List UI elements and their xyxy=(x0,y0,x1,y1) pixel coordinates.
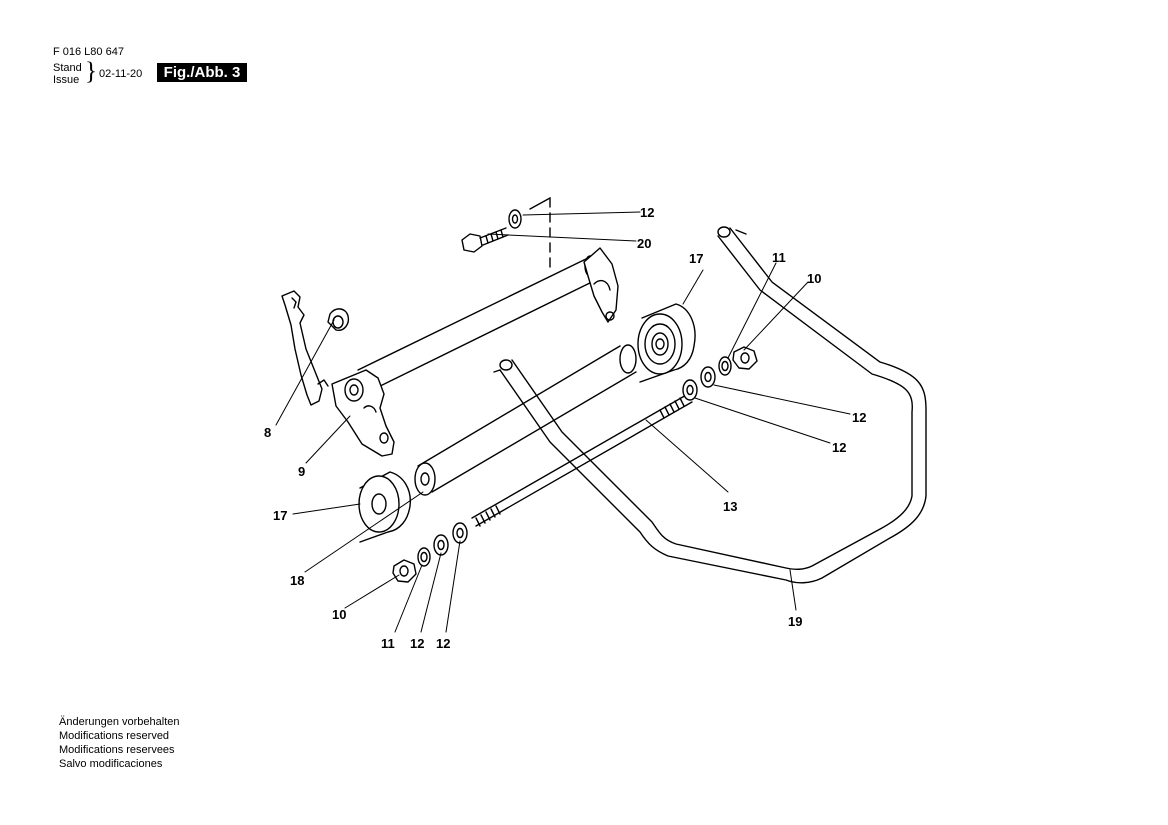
lock-washer-part-11-left xyxy=(417,547,431,567)
issue-date: 02-11-20 xyxy=(99,68,143,80)
callout-17-bottom: 17 xyxy=(273,508,287,523)
callout-12-top: 12 xyxy=(640,205,654,220)
callout-10-left: 10 xyxy=(332,607,346,622)
notice-french: Modifications reservees xyxy=(59,744,175,756)
washer-part-12-right-a xyxy=(682,379,698,401)
document-number: F 016 L80 647 xyxy=(53,46,124,58)
lock-washer-part-11-right xyxy=(718,356,732,376)
axle-tube xyxy=(357,255,601,393)
callout-11-left: 11 xyxy=(381,636,395,651)
nut-part-10-right xyxy=(732,346,758,370)
callout-10-right: 10 xyxy=(807,271,821,286)
brace-glyph: } xyxy=(85,58,97,85)
leader-lines xyxy=(275,211,851,633)
washer-part-12-right-b xyxy=(700,366,716,388)
callout-20: 20 xyxy=(637,236,651,251)
stand-issue-label: Stand Issue xyxy=(53,62,82,86)
wheel-part-17-top xyxy=(637,303,696,383)
washer-part-12-left-b xyxy=(433,534,449,556)
threaded-rod-part-13 xyxy=(471,393,693,527)
washer-part-12-top xyxy=(508,209,522,229)
roller-part-18 xyxy=(414,344,637,496)
callout-17-top: 17 xyxy=(689,251,703,266)
callout-18: 18 xyxy=(290,573,304,588)
wheel-part-17-bottom xyxy=(358,471,411,543)
bolt-part-20 xyxy=(461,227,509,253)
washer-part-12-left-a xyxy=(452,522,468,544)
issue-label: Issue xyxy=(53,74,80,86)
callout-11-right: 11 xyxy=(772,250,786,265)
callout-8: 8 xyxy=(264,425,271,440)
callout-12-left-b: 12 xyxy=(436,636,450,651)
modifications-notice: Änderungen vorbehalten Modifications res… xyxy=(59,715,179,771)
notice-english: Modifications reserved xyxy=(59,730,170,742)
figure-label: Fig./Abb. 3 xyxy=(157,63,247,82)
callout-12-right-a: 12 xyxy=(852,410,866,425)
callout-13: 13 xyxy=(723,499,737,514)
callout-12-right-b: 12 xyxy=(832,440,846,455)
callout-9: 9 xyxy=(298,464,305,479)
right-bracket xyxy=(583,247,619,323)
side-plate-part-9 xyxy=(331,369,395,457)
handle-bar-part-19 xyxy=(493,226,927,584)
assembly-dash-line xyxy=(529,197,551,269)
callout-19: 19 xyxy=(788,614,802,629)
nut-part-10-left xyxy=(392,559,417,583)
callout-12-left-a: 12 xyxy=(410,636,424,651)
notice-spanish: Salvo modificaciones xyxy=(59,758,163,770)
notice-german: Änderungen vorbehalten xyxy=(59,716,180,728)
stand-label: Stand xyxy=(53,62,82,74)
